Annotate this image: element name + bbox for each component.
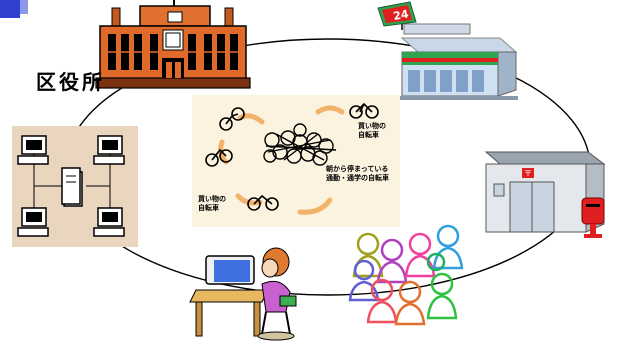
bike-label-bottom-left-line2: 自転車 <box>198 203 219 212</box>
corner-bar <box>0 0 20 18</box>
convenience-store-icon <box>377 1 518 100</box>
post-office-icon: 〒 <box>484 151 606 238</box>
corner-bar-fade <box>20 0 28 14</box>
bike-label-top-right-line1: 買い物の <box>357 121 386 130</box>
person-at-computer-icon <box>189 247 297 341</box>
ward-office-label: 区役所 <box>36 70 105 94</box>
bike-label-commute-line1: 朝から停まっている <box>326 164 388 173</box>
office-network-icon <box>12 126 138 247</box>
store-sign-text: 24 <box>392 7 410 23</box>
crowd-icon <box>348 224 464 326</box>
bicycle-parking-panel <box>192 95 400 227</box>
bike-label-commute-line2: 通勤・通学の自転車 <box>326 173 389 182</box>
bike-label-bottom-left: 買い物の 自転車 <box>197 194 226 212</box>
svg-text:〒: 〒 <box>524 169 532 178</box>
bike-label-commute: 朝から停まっている 通勤・通学の自転車 <box>326 164 389 182</box>
bike-label-top-right-line2: 自転車 <box>358 130 379 139</box>
ward-office-icon <box>95 0 251 89</box>
bike-label-bottom-left-line1: 買い物の <box>197 194 226 203</box>
bike-label-top-right: 買い物の 自転車 <box>357 121 386 139</box>
